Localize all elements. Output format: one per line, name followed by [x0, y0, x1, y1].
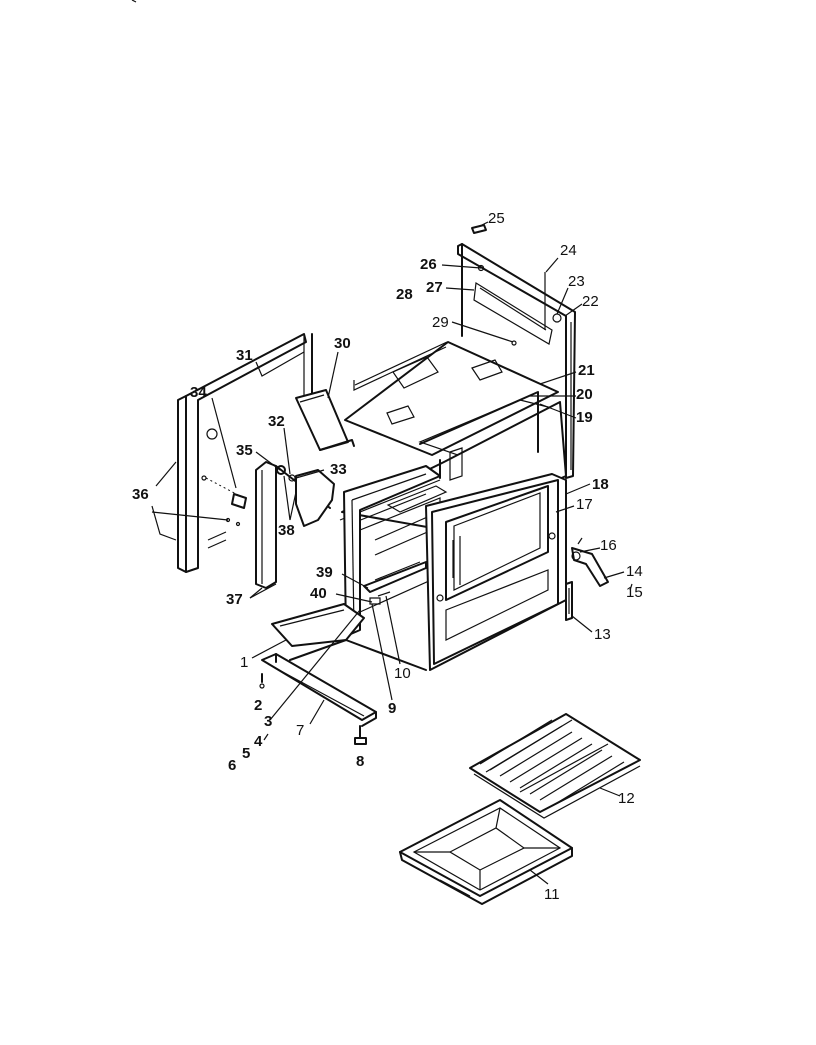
front-frame — [425, 473, 567, 671]
leveling-leg — [354, 725, 367, 745]
part-label: 2 — [254, 697, 262, 714]
corner-mark — [131, 0, 137, 3]
part-label: 1 — [240, 654, 248, 671]
part-label: 26 — [420, 256, 437, 273]
part-label: 13 — [594, 626, 611, 643]
part-label: 31 — [236, 347, 253, 364]
part-label: 18 — [592, 476, 609, 493]
part-label: 35 — [236, 442, 253, 459]
screw-part — [259, 673, 265, 689]
oven-bottom — [271, 603, 427, 671]
latch-part — [571, 537, 609, 587]
part-label: 8 — [356, 753, 364, 770]
part-label: 17 — [576, 496, 593, 513]
part-label: 12 — [618, 790, 635, 807]
front-rail — [261, 653, 377, 727]
part-label: 5 — [242, 745, 250, 762]
part-label: 33 — [330, 461, 347, 478]
part-label: 39 — [316, 564, 333, 581]
part-label: 19 — [576, 409, 593, 426]
part-label: 38 — [278, 522, 295, 539]
part-label: 28 — [396, 286, 413, 303]
part-label: 32 — [268, 413, 285, 430]
broil-pan — [399, 799, 573, 905]
insulation-part — [276, 465, 335, 527]
part-label: 23 — [568, 273, 585, 290]
rack-guide — [363, 561, 427, 605]
part-label: 16 — [600, 537, 617, 554]
part-label: 3 — [264, 713, 272, 730]
bracket-part — [295, 389, 355, 451]
part-label: 34 — [190, 384, 207, 401]
hinge-part — [565, 581, 573, 621]
part-label: 29 — [432, 314, 449, 331]
part-label: 21 — [578, 362, 595, 379]
leader-lines — [151, 221, 633, 885]
part-label: 7 — [296, 722, 304, 739]
part-label: 22 — [582, 293, 599, 310]
oven-rack — [469, 713, 641, 819]
part-label: 24 — [560, 242, 577, 259]
part-label: 6 — [228, 757, 236, 774]
part-label: 10 — [394, 665, 411, 682]
part-label: 36 — [132, 486, 149, 503]
part-label: 4 — [254, 733, 263, 750]
part-label: 40 — [310, 585, 327, 602]
part-label: 9 — [388, 700, 396, 717]
outer-side-panel — [177, 333, 319, 573]
part-label: 25 — [488, 210, 505, 227]
part-label: 30 — [334, 335, 351, 352]
clip-part — [471, 224, 487, 234]
part-label: 15 — [626, 584, 643, 601]
part-label: 20 — [576, 386, 593, 403]
part-label: 14 — [626, 563, 643, 580]
part-label: 27 — [426, 279, 443, 296]
part-label: 37 — [226, 591, 243, 608]
part-label: 11 — [544, 886, 560, 903]
